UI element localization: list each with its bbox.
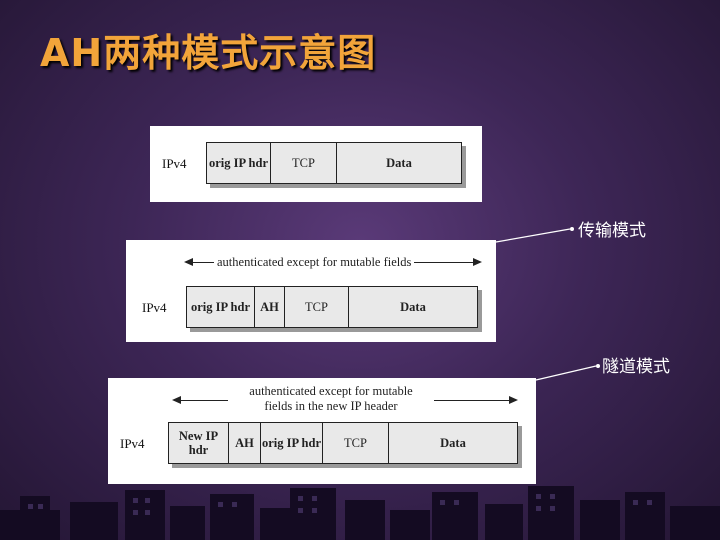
original-packet-header: orig IP hdr TCP Data xyxy=(206,142,462,184)
orig-ip-hdr-cell: orig IP hdr xyxy=(207,143,271,183)
ipv4-label: IPv4 xyxy=(162,156,187,171)
tunnel-pointer-dot xyxy=(596,364,600,368)
tcp-cell: TCP xyxy=(323,423,389,463)
tunnel-packet-header: New IP hdr AH orig IP hdr TCP Data xyxy=(168,422,518,464)
data-cell: Data xyxy=(386,156,412,170)
auth-span-text: authenticated except for mutable fields … xyxy=(228,384,434,414)
city-skyline-decoration xyxy=(0,486,720,540)
arrow-left-icon xyxy=(184,258,193,266)
orig-ip-hdr-cell: orig IP hdr xyxy=(187,287,255,327)
transport-pointer-dot xyxy=(570,227,574,231)
ipv4-label: IPv4 xyxy=(142,300,167,315)
ipv4-label: IPv4 xyxy=(120,436,145,451)
tunnel-pointer-line xyxy=(535,365,597,381)
tcp-cell: TCP xyxy=(271,143,337,183)
transport-pointer-line xyxy=(495,228,571,243)
arrow-right-icon xyxy=(473,258,482,266)
slide-title: AH两种模式示意图 xyxy=(40,31,377,75)
arrow-right-icon xyxy=(509,396,518,404)
new-ip-hdr-cell: New IP hdr xyxy=(169,423,229,463)
data-cell: Data xyxy=(440,436,466,450)
tunnel-mode-label: 隧道模式 xyxy=(602,357,670,377)
auth-span-text: authenticated except for mutable fields xyxy=(214,255,415,270)
transport-packet-header: orig IP hdr AH TCP Data xyxy=(186,286,478,328)
tcp-cell: TCP xyxy=(285,287,349,327)
tunnel-mode-panel: authenticated except for mutable fields … xyxy=(108,378,536,484)
ah-cell: AH xyxy=(229,423,261,463)
arrow-left-icon xyxy=(172,396,181,404)
transport-mode-panel: authenticated except for mutable fields … xyxy=(126,240,496,342)
transport-mode-label: 传输模式 xyxy=(578,221,646,241)
original-packet-panel: IPv4 orig IP hdr TCP Data xyxy=(150,126,482,202)
auth-span-text-line2: fields in the new IP header xyxy=(264,399,398,413)
data-cell: Data xyxy=(400,300,426,314)
auth-span-text-line1: authenticated except for mutable xyxy=(249,384,413,398)
orig-ip-hdr-cell: orig IP hdr xyxy=(261,423,323,463)
ah-cell: AH xyxy=(255,287,285,327)
